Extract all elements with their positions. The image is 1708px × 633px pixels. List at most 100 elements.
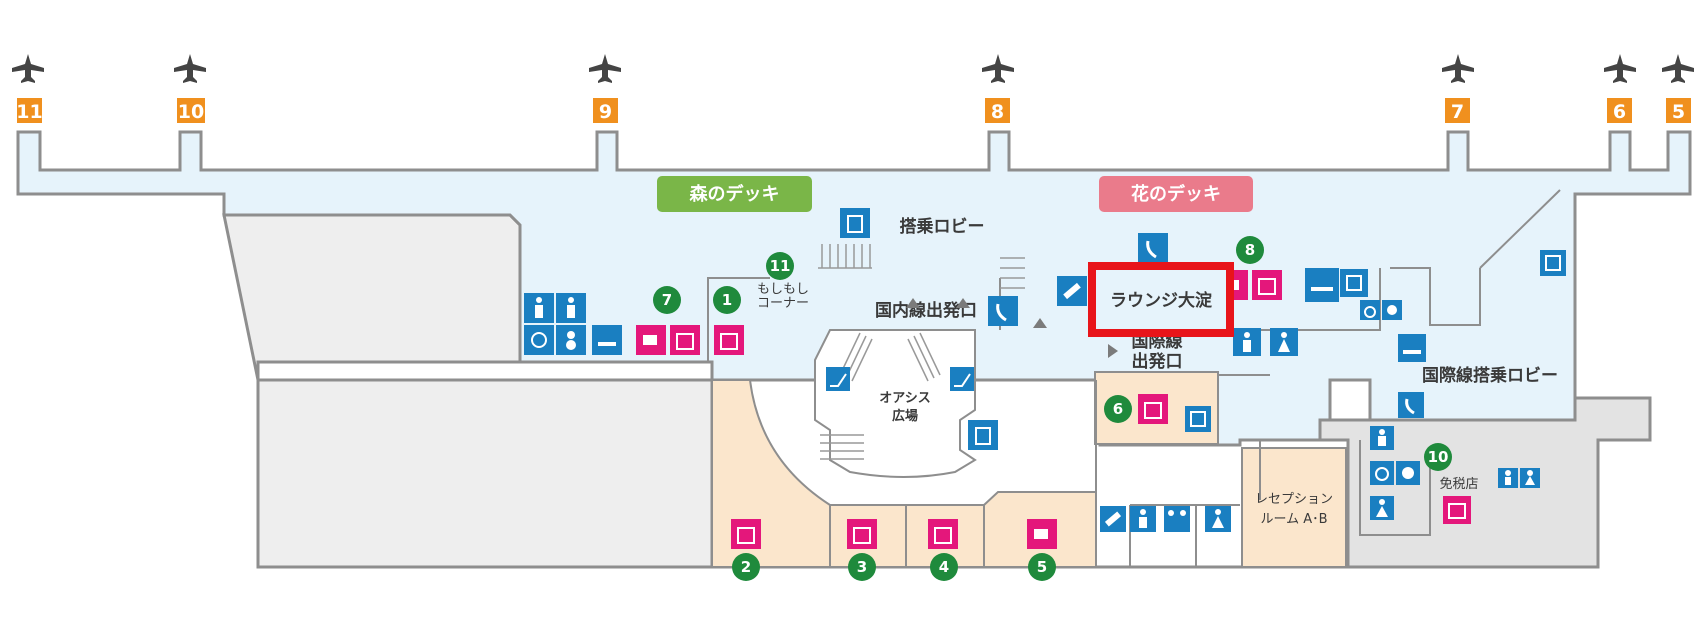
flower-deck-sign: 花のデッキ: [1099, 176, 1253, 212]
gate-number: 9: [599, 101, 612, 123]
marker-number: 5: [1037, 558, 1047, 576]
reception-label-2: ルーム A･B: [1260, 512, 1327, 527]
phone-icon: [1138, 233, 1168, 263]
shop-icon: [1252, 270, 1282, 300]
numbered-markers: 1 2 3 4 5 6 7 8 10 11: [653, 236, 1452, 581]
marker-number: 3: [857, 558, 867, 576]
gate-10: 10: [174, 54, 206, 123]
gate-5: 5: [1662, 54, 1694, 123]
accessible-icon: [1360, 300, 1380, 320]
restroom-men-icon: [1370, 426, 1394, 450]
marker-1[interactable]: 1: [713, 286, 741, 314]
right-arrow-icon: [1108, 344, 1118, 358]
escalator-icon: [950, 367, 974, 391]
ticket-icon: [1057, 276, 1087, 306]
oasis-label-2: 広場: [892, 408, 918, 424]
elevator-icon: [1540, 250, 1566, 276]
plane-icon: [1662, 54, 1694, 83]
marker-10[interactable]: 10: [1424, 443, 1452, 471]
accessible-icon: [1370, 461, 1394, 485]
gate-6: 6: [1604, 54, 1636, 123]
escalator-icon: [826, 367, 850, 391]
marker-number: 11: [770, 257, 791, 275]
marker-2[interactable]: 2: [732, 553, 760, 581]
gate-number: 11: [16, 101, 42, 123]
smoking-icon: [592, 325, 622, 355]
flower-deck-label: 花のデッキ: [1131, 183, 1221, 205]
restroom-men-icon: [556, 293, 586, 323]
right-service-area: [1318, 396, 1652, 569]
marker-4[interactable]: 4: [930, 553, 958, 581]
shop-icon: [731, 519, 761, 549]
marker-number: 7: [662, 291, 672, 309]
baby-icon: [1396, 461, 1420, 485]
marker-8[interactable]: 8: [1236, 236, 1264, 264]
up-arrow-icon: [906, 298, 920, 308]
restroom-men-icon: [1130, 506, 1156, 532]
plane-icon: [174, 54, 206, 83]
intl-departure-label-2: 出発口: [1132, 351, 1183, 372]
lounge-highlight[interactable]: ラウンジ大淀: [1088, 262, 1234, 337]
gate-9: 9: [589, 54, 621, 123]
restroom-men-icon: [524, 293, 554, 323]
phone-icon: [1398, 392, 1424, 418]
marker-7[interactable]: 7: [653, 286, 681, 314]
plane-icon: [12, 54, 44, 83]
marker-3[interactable]: 3: [848, 553, 876, 581]
gate-11: 11: [12, 54, 44, 123]
marker-number: 6: [1113, 400, 1123, 418]
moshimoshi-label-2: コーナー: [757, 296, 809, 311]
restroom-family-icon: [1164, 506, 1190, 532]
gate-number: 6: [1613, 101, 1626, 123]
gate-number: 10: [178, 101, 204, 123]
up-arrow-icon: [1033, 318, 1047, 328]
restroom-women-icon: [1370, 496, 1394, 520]
reception-label-1: レセプション: [1255, 492, 1333, 507]
up-arrow-icon: [956, 298, 970, 308]
boarding-lobby-label: 搭乗ロビー: [900, 216, 985, 237]
domestic-departure-label: 国内線出発口: [875, 300, 977, 321]
marker-number: 4: [939, 558, 949, 576]
moshimoshi-label-1: もしもし: [757, 282, 809, 297]
plane-icon: [1604, 54, 1636, 83]
marker-11[interactable]: 11: [766, 252, 794, 280]
shop-icon: [847, 519, 877, 549]
cafe-icon: [636, 325, 666, 355]
oasis-label-1: オアシス: [879, 391, 930, 406]
cafe-icon: [1027, 519, 1057, 549]
baby-icon: [556, 325, 586, 355]
shop-icon: [1443, 496, 1471, 524]
plane-icon: [982, 54, 1014, 83]
accessible-icon: [524, 325, 554, 355]
elevator-icon: [968, 420, 998, 450]
shop-icon: [928, 519, 958, 549]
shop-icon: [670, 325, 700, 355]
departure-arrows: [906, 298, 1118, 358]
gate-7: 7: [1442, 54, 1474, 123]
elevator-icon: [840, 208, 870, 238]
facility-icons: [524, 208, 1566, 532]
gate-number: 5: [1672, 101, 1685, 123]
plane-icon: [589, 54, 621, 83]
elevator-icon: [1340, 269, 1368, 297]
baby-icon: [1382, 300, 1402, 320]
plane-icon: [1442, 54, 1474, 83]
shop-icon: [714, 325, 744, 355]
shop-icon: [1138, 394, 1168, 424]
restroom-women-icon: [1520, 468, 1540, 488]
gates: 11 10 9 8 7 6 5: [12, 54, 1694, 123]
marker-5[interactable]: 5: [1028, 553, 1056, 581]
lounge-label: ラウンジ大淀: [1110, 290, 1213, 311]
gate-8: 8: [982, 54, 1014, 123]
oasis-plaza: [814, 329, 977, 478]
restroom-women-icon: [1205, 506, 1231, 532]
marker-number: 8: [1245, 241, 1255, 259]
marker-number: 1: [722, 291, 732, 309]
ticket-icon: [1100, 506, 1126, 532]
marker-number: 2: [741, 558, 751, 576]
forest-deck-sign: 森のデッキ: [657, 176, 812, 212]
smoking-icon: [1398, 334, 1426, 362]
marker-number: 10: [1428, 448, 1449, 466]
marker-6[interactable]: 6: [1104, 395, 1132, 423]
